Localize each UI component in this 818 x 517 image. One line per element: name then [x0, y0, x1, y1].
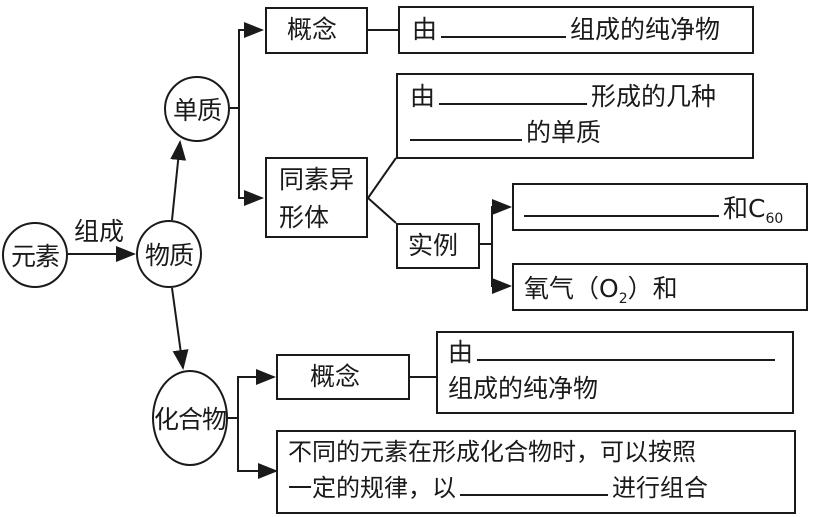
fill-blank[interactable] [477, 335, 776, 361]
subscript: 60 [765, 211, 784, 227]
node-simple-substance: 单质 [164, 76, 230, 142]
box-example: 实例 [396, 223, 480, 269]
fill-blank[interactable] [460, 470, 608, 496]
node-substance: 物质 [136, 220, 202, 288]
arrow-substance-to-simple [170, 140, 187, 221]
node-element: 元素 [2, 222, 68, 288]
branch-simple [230, 22, 264, 109]
fill-blank[interactable] [439, 79, 588, 105]
box-simple-definition: 由 组成的纯净物 [398, 6, 754, 54]
text: 不同的元素在形成化合物时，可以按照 [288, 438, 696, 466]
subscript: 2 [618, 291, 628, 307]
text: 的单质 [526, 118, 602, 147]
text: 组成的纯净物 [448, 374, 599, 403]
text: 由 [412, 15, 438, 44]
text: 进行组合 [612, 474, 708, 502]
text: 由 [410, 82, 436, 111]
text: 和C [723, 194, 766, 223]
box-compound-concept: 概念 [276, 354, 410, 400]
fill-blank[interactable] [524, 191, 719, 217]
box-compound-definition: 由 组成的纯净物 [436, 331, 794, 414]
box-compound-rule: 不同的元素在形成化合物时，可以按照 一定的规律，以 进行组合 [276, 430, 796, 514]
link-allotrope-def [367, 157, 397, 199]
arrow-substance-to-compound [171, 287, 189, 370]
fill-blank[interactable] [410, 115, 522, 141]
text: 一定的规律，以 [288, 474, 456, 502]
branch-compound-2 [237, 418, 278, 479]
text: 形成的几种 [591, 82, 717, 111]
branch-compound [227, 369, 276, 419]
text: ）和 [627, 274, 678, 303]
branch-simple-2 [238, 108, 264, 206]
branch-example-2 [491, 244, 512, 294]
compose-label: 组成 [74, 217, 125, 246]
branch-example [480, 199, 512, 245]
box-example-1: 和C60 [512, 183, 808, 231]
text: 由 [448, 338, 474, 367]
box-simple-concept: 概念 [265, 7, 368, 54]
text: 组成的纯净物 [570, 15, 721, 44]
box-allotrope: 同素异形体 [265, 157, 368, 238]
link-allotrope-example [367, 197, 397, 224]
fill-blank[interactable] [441, 12, 567, 38]
box-example-2: 氧气（O2）和 [512, 263, 808, 343]
text: 氧气（O [524, 274, 619, 303]
node-compound: 化合物 [152, 370, 228, 466]
box-allotrope-definition: 由 形成的几种 的单质 [396, 73, 754, 159]
